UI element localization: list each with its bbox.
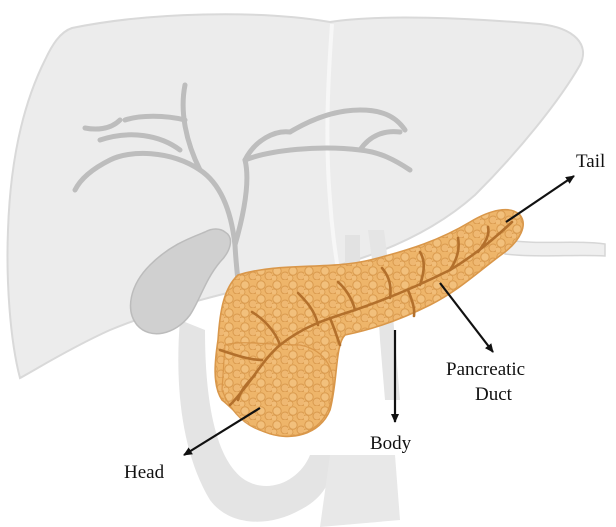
- label-body: Body: [370, 433, 412, 454]
- label-pancreatic-duct-line2: Duct: [475, 384, 513, 405]
- label-pancreatic-duct-line1: Pancreatic: [446, 359, 525, 380]
- duct-arrow: [440, 283, 493, 352]
- splenic-vessel: [505, 240, 605, 256]
- label-head: Head: [124, 462, 165, 483]
- label-tail: Tail: [576, 151, 605, 172]
- tail-arrow: [506, 176, 574, 222]
